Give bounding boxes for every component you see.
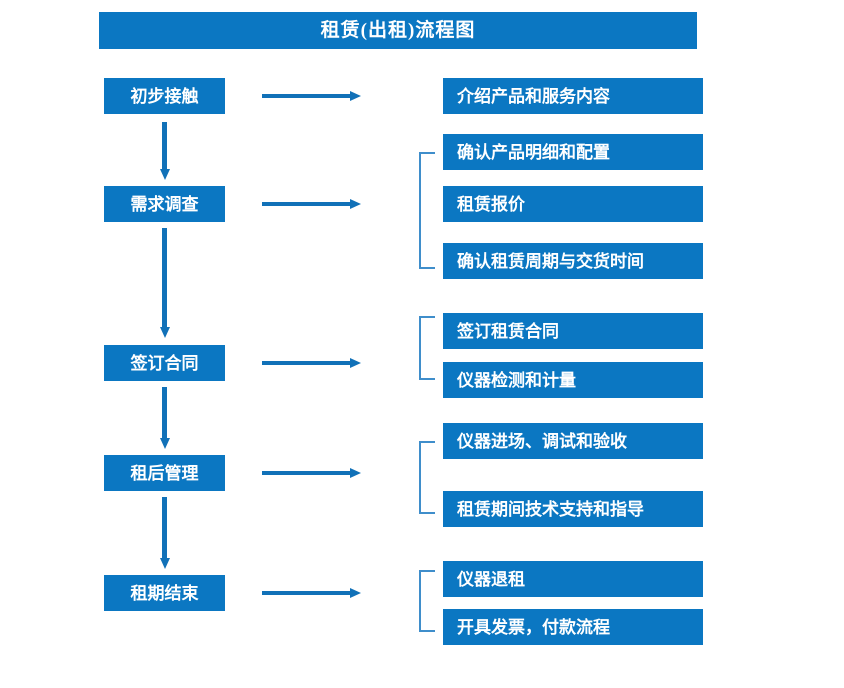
bracket-group-3-icon [419, 316, 435, 380]
detail-label-8: 租赁期间技术支持和指导 [457, 499, 644, 519]
arrow-shaft [262, 471, 350, 475]
arrow-stage-1-to-details-icon [262, 91, 361, 101]
detail-label-6: 仪器检测和计量 [457, 370, 576, 390]
bracket-group-2-icon [419, 152, 435, 269]
arrow-stage-1-to-2-icon [160, 122, 170, 180]
arrow-shaft [262, 202, 350, 206]
arrow-shaft [162, 497, 167, 558]
arrow-stage-5-to-details-icon [262, 588, 361, 598]
detail-label-7: 仪器进场、调试和验收 [457, 431, 627, 451]
bracket-group-4-icon [419, 441, 435, 514]
arrow-head [160, 438, 170, 449]
arrow-shaft [162, 228, 167, 327]
stage-label-4: 租后管理 [130, 463, 199, 483]
arrow-shaft [262, 591, 350, 595]
detail-box-7[interactable]: 仪器进场、调试和验收 [443, 423, 703, 459]
arrow-stage-4-to-5-icon [160, 497, 170, 569]
arrow-stage-2-to-details-icon [262, 199, 361, 209]
bracket-group-5-icon [419, 570, 435, 632]
detail-box-5[interactable]: 签订租赁合同 [443, 313, 703, 349]
arrow-stage-3-to-details-icon [262, 358, 361, 368]
detail-box-6[interactable]: 仪器检测和计量 [443, 362, 703, 398]
detail-label-10: 开具发票，付款流程 [457, 617, 610, 637]
arrow-head [160, 169, 170, 180]
detail-box-8[interactable]: 租赁期间技术支持和指导 [443, 491, 703, 527]
detail-label-3: 租赁报价 [457, 194, 525, 214]
arrow-head [350, 468, 361, 478]
arrow-shaft [162, 122, 167, 169]
detail-box-10[interactable]: 开具发票，付款流程 [443, 609, 703, 645]
stage-label-5: 租期结束 [130, 583, 199, 603]
arrow-stage-4-to-details-icon [262, 468, 361, 478]
detail-box-4[interactable]: 确认租赁周期与交货时间 [443, 243, 703, 279]
arrow-head [350, 358, 361, 368]
arrow-shaft [262, 94, 350, 98]
detail-box-3[interactable]: 租赁报价 [443, 186, 703, 222]
stage-box-4[interactable]: 租后管理 [104, 455, 225, 491]
arrow-head [160, 327, 170, 338]
arrow-head [350, 199, 361, 209]
detail-box-1[interactable]: 介绍产品和服务内容 [443, 78, 703, 114]
arrow-shaft [162, 387, 167, 438]
stage-box-1[interactable]: 初步接触 [104, 78, 225, 114]
detail-box-2[interactable]: 确认产品明细和配置 [443, 134, 703, 170]
detail-label-2: 确认产品明细和配置 [457, 142, 610, 162]
stage-label-1: 初步接触 [130, 86, 199, 106]
detail-label-4: 确认租赁周期与交货时间 [457, 251, 644, 271]
arrow-head [350, 588, 361, 598]
arrow-stage-3-to-4-icon [160, 387, 170, 449]
flowchart-title: 租赁(出租)流程图 [320, 20, 476, 41]
detail-label-1: 介绍产品和服务内容 [457, 86, 610, 106]
arrow-shaft [262, 361, 350, 365]
stage-box-2[interactable]: 需求调查 [104, 186, 225, 222]
stage-label-2: 需求调查 [130, 194, 199, 214]
detail-box-9[interactable]: 仪器退租 [443, 561, 703, 597]
arrow-head [160, 558, 170, 569]
detail-label-5: 签订租赁合同 [457, 321, 559, 341]
detail-label-9: 仪器退租 [457, 569, 525, 589]
arrow-stage-2-to-3-icon [160, 228, 170, 338]
stage-label-3: 签订合同 [130, 353, 199, 373]
stage-box-3[interactable]: 签订合同 [104, 345, 225, 381]
flowchart-title-bar: 租赁(出租)流程图 [99, 12, 697, 49]
arrow-head [350, 91, 361, 101]
stage-box-5[interactable]: 租期结束 [104, 575, 225, 611]
